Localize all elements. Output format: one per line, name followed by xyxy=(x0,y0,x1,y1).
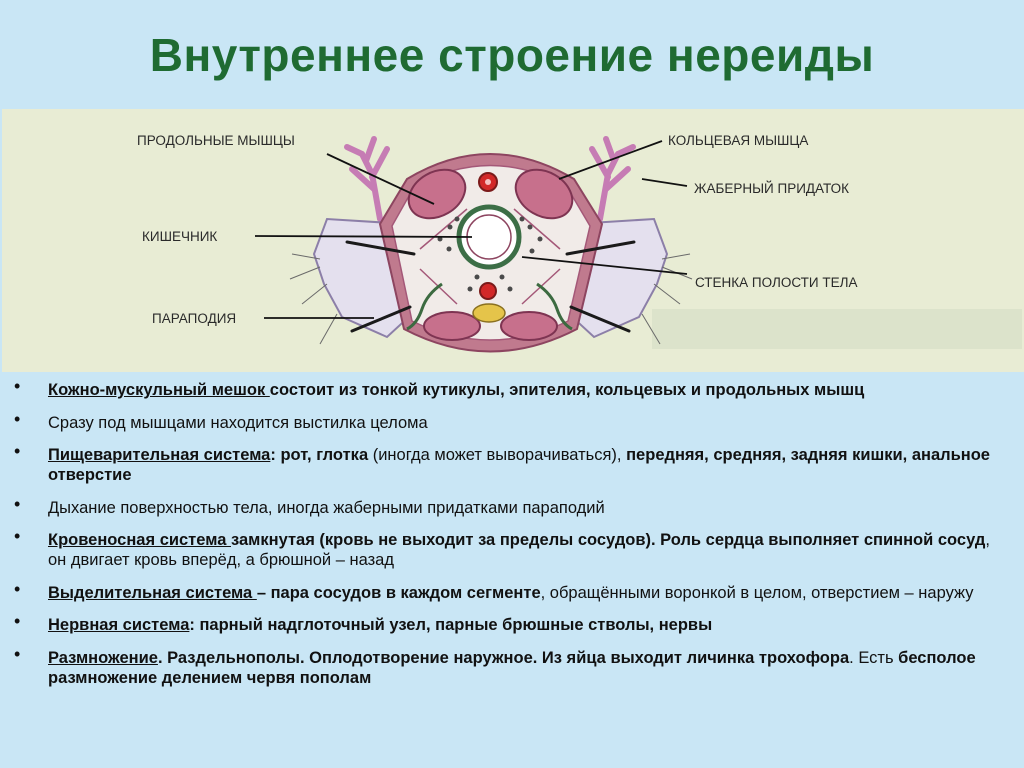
bullet-item: Сразу под мышцами находится выстилка цел… xyxy=(12,409,1012,433)
bullet-text-part: , он двигает кровь вперёд, а брюшной – н… xyxy=(48,531,990,569)
nereis-cross-section-figure: ПРОДОЛЬНЫЕ МЫШЦЫ КОЛЬЦЕВАЯ МЫШЦА ЖАБЕРНЫ… xyxy=(2,109,1024,372)
bullet-item: Выделительная система – пара сосудов в к… xyxy=(12,579,1012,603)
bullet-text-part: бесполое размножение делением червя попо… xyxy=(48,648,976,687)
bullet-text-part: замкнутая (кровь не выходит за пределы с… xyxy=(230,531,986,549)
label-gill-appendage: ЖАБЕРНЫЙ ПРИДАТОК xyxy=(694,181,849,196)
bullet-text-part: передняя, средняя, задняя кишки, анально… xyxy=(48,446,990,484)
bullet-item: Размножение. Раздельнополы. Оплодотворен… xyxy=(12,644,1012,688)
bullet-list: Кожно-мускульный мешок состоит из тонкой… xyxy=(12,376,1012,700)
bullet-item: Нервная система: парный надглоточный узе… xyxy=(12,611,1012,635)
bullet-text-part: состоит из тонкой кутикулы, эпителия, ко… xyxy=(269,381,865,399)
bullet-text-part: Пищеварительная система xyxy=(48,446,271,464)
bullet-text-part: : парный надглоточный узел, парные брюшн… xyxy=(189,616,713,634)
slide-title: Внутреннее строение нереиды xyxy=(149,29,875,81)
bullet-text-part: Нервная система xyxy=(48,616,190,634)
bullet-text-part: : рот, глотка xyxy=(270,446,373,464)
bullet-text-part: Выделительная система xyxy=(48,583,257,602)
gill-appendages xyxy=(344,136,636,222)
bullet-text-part: Размножение xyxy=(48,648,158,667)
bullet-text-part: (иногда может выворачиваться), xyxy=(372,446,627,464)
bullet-text-part: – пара сосудов в каждом сегменте xyxy=(256,583,541,602)
bullet-text-part: Сразу под мышцами находится выстилка цел… xyxy=(48,413,428,432)
bullet-item: Дыхание поверхностью тела, иногда жаберн… xyxy=(12,494,1012,518)
label-longitudinal-muscles: ПРОДОЛЬНЫЕ МЫШЦЫ xyxy=(137,133,295,148)
label-parapodia: ПАРАПОДИЯ xyxy=(152,311,236,326)
bullet-text-part: . Есть xyxy=(849,648,899,667)
bullet-text-part: . Раздельнополы. Оплодотворение наружное… xyxy=(157,648,850,667)
bullet-text-part: Кровеносная система xyxy=(48,531,231,549)
bullet-text-part: , обращёнными воронкой в целом, отверсти… xyxy=(540,583,974,602)
label-body-cavity-wall: СТЕНКА ПОЛОСТИ ТЕЛА xyxy=(695,275,857,290)
chaetae xyxy=(289,253,693,345)
bullet-text-part: Дыхание поверхностью тела, иногда жаберн… xyxy=(48,498,605,517)
bullet-item: Кровеносная система замкнутая (кровь не … xyxy=(12,526,1012,570)
bullet-text-part: Кожно-мускульный мешок xyxy=(48,381,270,399)
label-circular-muscle: КОЛЬЦЕВАЯ МЫШЦА xyxy=(668,133,808,148)
bullet-item: Кожно-мускульный мешок состоит из тонкой… xyxy=(12,376,1012,400)
nereis-diagram: ПРОДОЛЬНЫЕ МЫШЦЫ КОЛЬЦЕВАЯ МЫШЦА ЖАБЕРНЫ… xyxy=(137,133,1022,353)
label-intestine: КИШЕЧНИК xyxy=(142,229,217,244)
bullet-item: Пищеварительная система: рот, глотка (ин… xyxy=(12,441,1012,485)
